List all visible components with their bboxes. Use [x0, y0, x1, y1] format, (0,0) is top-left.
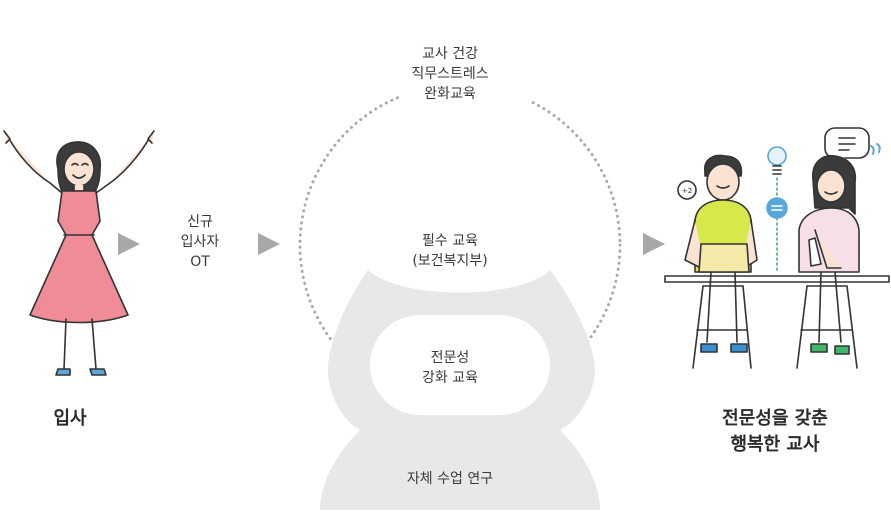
- cycle-upper-label: 필수 교육 (보건복지부): [412, 233, 488, 269]
- cycle-top-label: 교사 건강 직무스트레스 완화교육: [411, 46, 489, 102]
- table-top: [664, 275, 890, 283]
- cycle-bottom-label: 자체 수업 연구: [406, 471, 494, 487]
- plus-two-bubble-icon: [677, 180, 697, 200]
- plus-two-text: +2: [682, 187, 692, 195]
- arrow-right-icon-3: [643, 233, 665, 255]
- arrow-right-icon-1: [118, 233, 140, 255]
- light-bulb-icon: [767, 146, 787, 166]
- arrow-right-icon-2: [258, 233, 280, 255]
- step-orientation-label: 신규 입사자 OT: [180, 214, 220, 270]
- cycle-middle-label: 전문성 강화 교육: [422, 350, 478, 386]
- idea-circle-icon: [766, 197, 788, 219]
- start-label: 입사: [53, 408, 87, 429]
- goal-label: 전문성을 갖춘 행복한 교사: [722, 408, 828, 455]
- middle-white-box: [370, 315, 550, 415]
- cycle-diagram: [298, 70, 622, 510]
- celebrating-woman-illustration: [3, 130, 155, 376]
- teachers-at-table-illustration: +2: [664, 127, 890, 369]
